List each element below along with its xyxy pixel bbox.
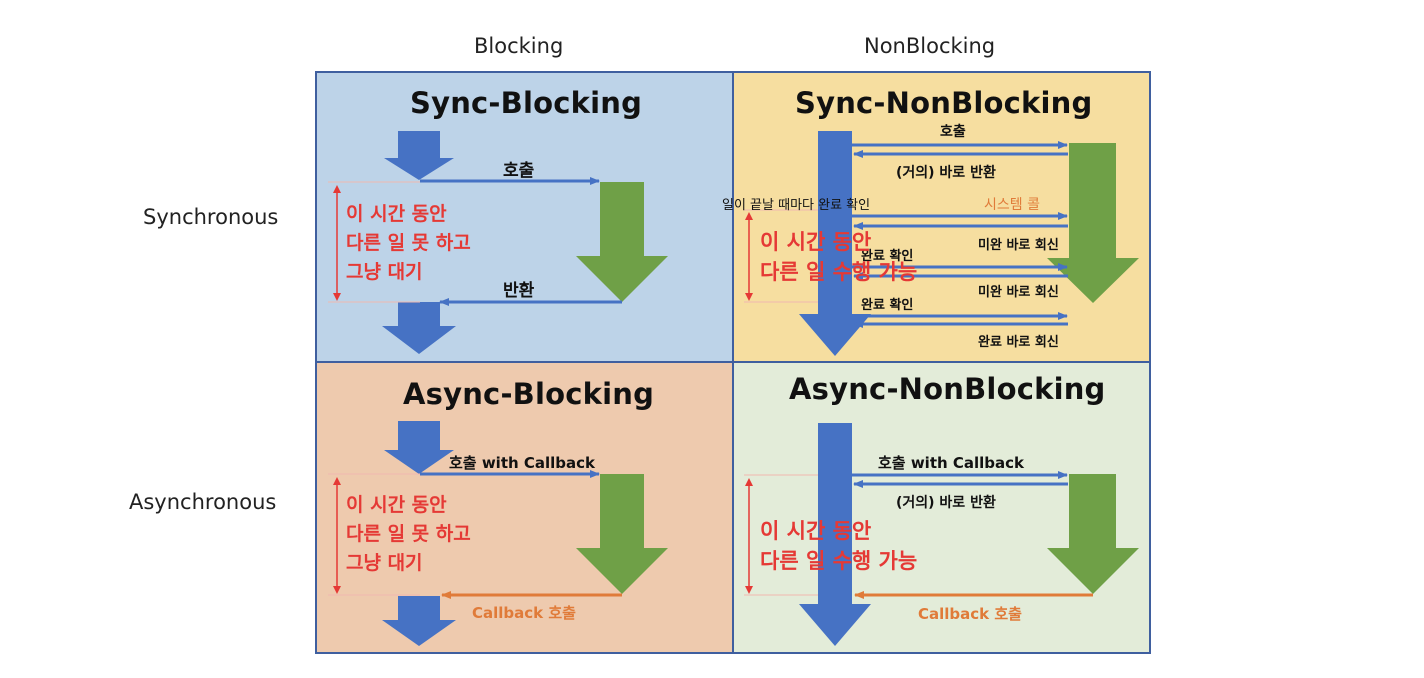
row-header-asynchronous: Asynchronous	[129, 490, 277, 514]
callee-arrow	[576, 182, 668, 302]
caller-arrow-start	[384, 131, 454, 180]
work-note-line: 다른 일 수행 가능	[760, 549, 918, 573]
wait-note-line: 이 시간 동안	[346, 203, 447, 225]
wait-note: 이 시간 동안 다른 일 못 하고 그냥 대기	[346, 491, 471, 578]
panel-title-async-nonblocking: Async-NonBlocking	[789, 372, 1106, 406]
work-note: 이 시간 동안 다른 일 수행 가능	[760, 227, 917, 287]
check-done-label: 완료 확인	[861, 249, 914, 264]
panel-sync-blocking	[315, 71, 734, 363]
call-label: 호출	[940, 124, 966, 140]
work-note-line: 이 시간 동안	[760, 519, 872, 543]
wait-note: 이 시간 동안 다른 일 못 하고 그냥 대기	[346, 200, 471, 287]
panel-async-blocking	[315, 361, 734, 654]
wait-note-line: 이 시간 동안	[346, 494, 447, 516]
call-with-callback-label: 호출 with Callback	[449, 454, 596, 472]
caller-arrow-start	[384, 421, 454, 474]
work-note-line: 다른 일 수행 가능	[760, 260, 918, 284]
panel-title-async-blocking: Async-Blocking	[403, 377, 655, 411]
check-on-finish-note: 일이 끝날 때마다 완료 확인	[722, 198, 871, 213]
callee-arrow	[1047, 474, 1139, 594]
immediate-return-label: (거의) 바로 반환	[896, 165, 996, 181]
call-label: 호출	[503, 161, 535, 181]
system-call-label: 시스템 콜	[984, 197, 1040, 213]
immediate-return-label: (거의) 바로 반환	[896, 495, 996, 511]
caller-arrow-long	[799, 131, 871, 356]
work-note: 이 시간 동안 다른 일 수행 가능	[760, 516, 917, 576]
done-reply-label: 완료 바로 회신	[978, 335, 1059, 350]
return-label: 반환	[503, 281, 535, 301]
not-done-reply-label: 미완 바로 회신	[978, 238, 1059, 253]
row-header-synchronous: Synchronous	[143, 205, 279, 229]
wait-note-line: 다른 일 못 하고	[346, 232, 471, 254]
panel-title-sync-nonblocking: Sync-NonBlocking	[795, 86, 1093, 120]
panel-title-sync-blocking: Sync-Blocking	[410, 86, 643, 120]
caller-arrow-long	[799, 423, 871, 646]
call-with-callback-label: 호출 with Callback	[878, 454, 1025, 472]
not-done-reply-label: 미완 바로 회신	[978, 285, 1059, 300]
caller-arrow-resume	[382, 596, 456, 646]
callee-arrow	[1047, 143, 1139, 303]
check-done-label: 완료 확인	[861, 298, 914, 313]
callee-arrow	[576, 474, 668, 594]
work-note-line: 이 시간 동안	[760, 230, 872, 254]
wait-note-line: 그냥 대기	[346, 261, 423, 283]
wait-note-line: 다른 일 못 하고	[346, 523, 471, 545]
wait-note-line: 그냥 대기	[346, 552, 423, 574]
callback-label: Callback 호출	[918, 605, 1022, 623]
caller-arrow-resume	[382, 302, 456, 354]
column-header-nonblocking: NonBlocking	[864, 34, 996, 58]
column-header-blocking: Blocking	[474, 34, 564, 58]
callback-label: Callback 호출	[472, 604, 576, 622]
